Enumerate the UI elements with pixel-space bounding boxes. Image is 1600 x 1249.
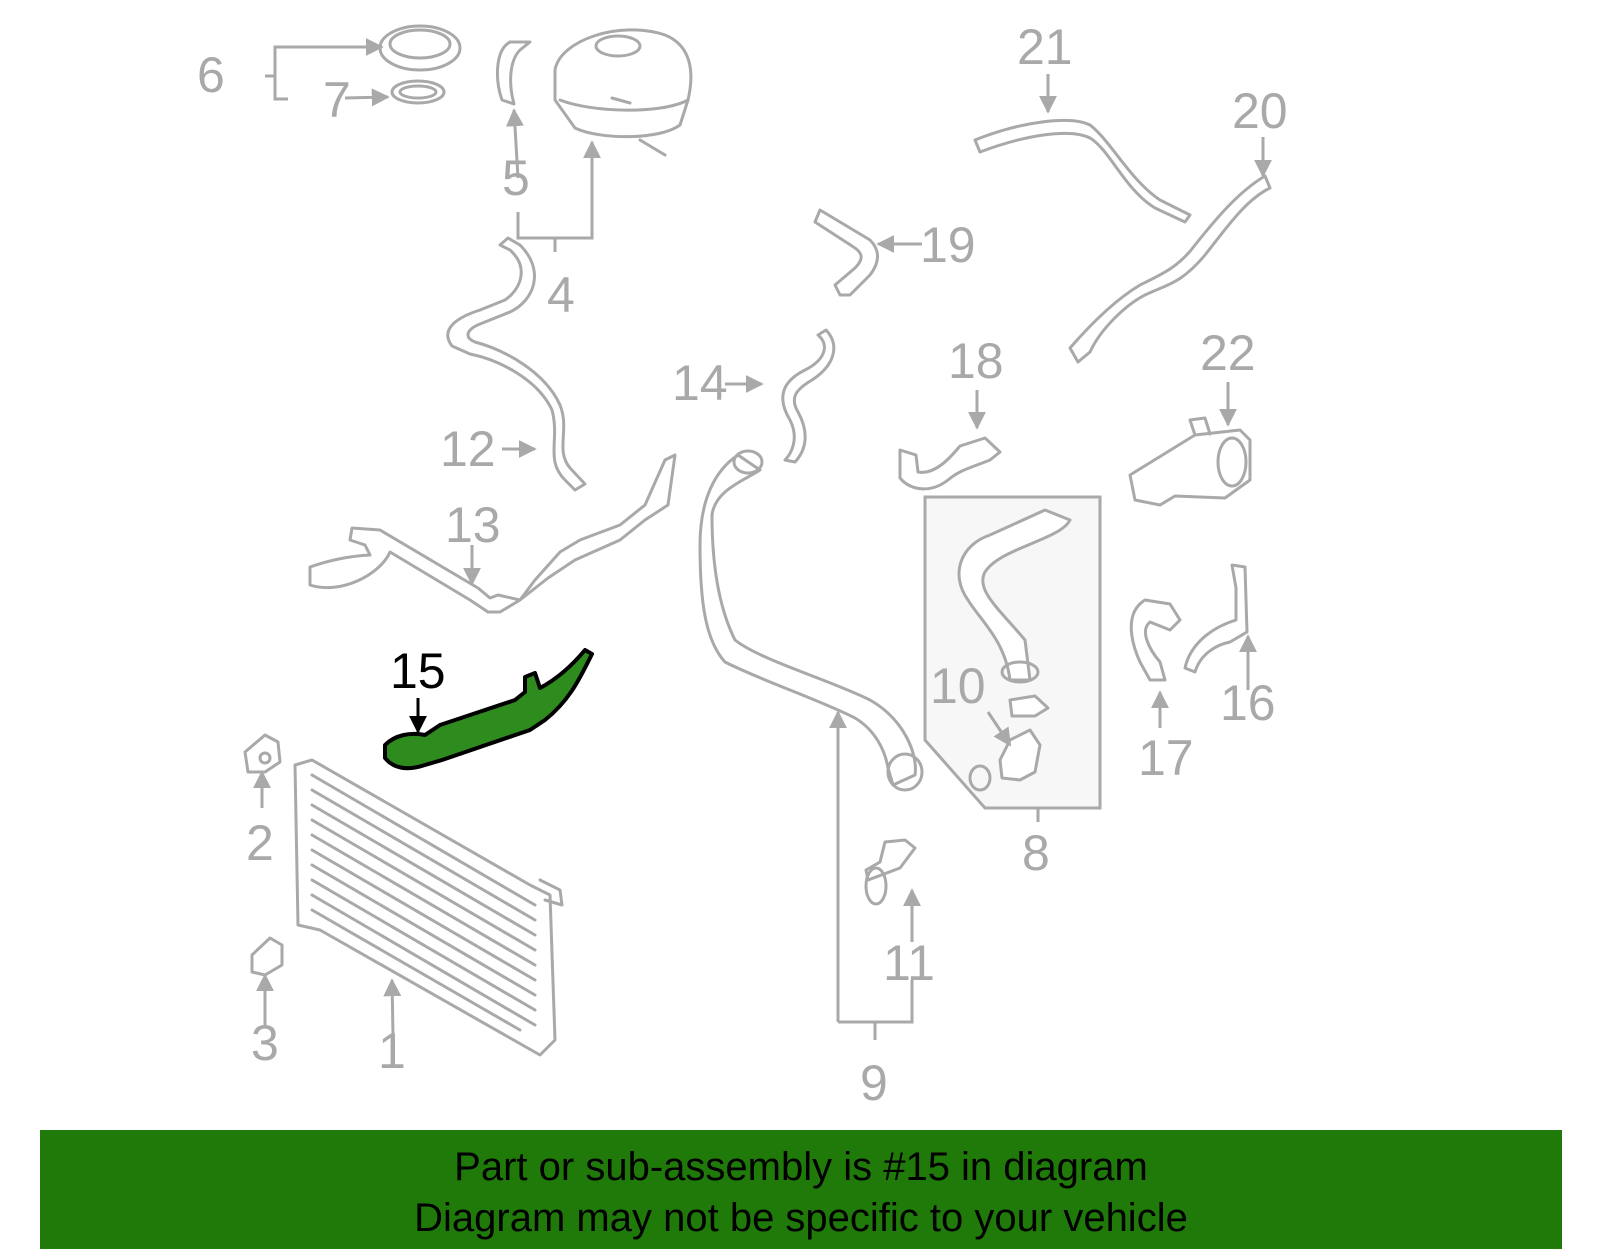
callout-18: 18 [948, 333, 1004, 389]
part-22-housing [1128, 416, 1252, 507]
part-12-hose [446, 236, 587, 492]
part-13-pipe [308, 453, 677, 614]
callout-14: 14 [672, 355, 728, 411]
part-17-hose [1129, 598, 1182, 682]
callout-6: 6 [197, 47, 225, 103]
part-18-hose [898, 436, 1002, 491]
part-2-mount [243, 733, 282, 774]
callout-5: 5 [502, 150, 530, 206]
part-8-fitting [1000, 660, 1050, 718]
part-3-mount [250, 936, 284, 977]
part-8-hose [957, 508, 1072, 682]
callout-4: 4 [547, 267, 575, 323]
callout-22: 22 [1200, 325, 1256, 381]
part-14-hose [781, 328, 836, 464]
callout-8: 8 [1022, 825, 1050, 881]
part-21-hose [973, 118, 1192, 224]
part-6-cap [378, 24, 462, 72]
part-19-hose [813, 208, 879, 297]
callout-3: 3 [251, 1015, 279, 1071]
part-20-hose [1068, 174, 1272, 364]
callout-2: 2 [246, 815, 274, 871]
part-11-fitting [864, 838, 917, 906]
callout-1: 1 [378, 1023, 406, 1079]
part-1-radiator [293, 758, 564, 1057]
callout-21: 21 [1017, 19, 1073, 75]
part-16-hose [1183, 563, 1249, 674]
part-9-hose [698, 453, 917, 787]
callout-7: 7 [323, 72, 351, 128]
part-7-oring [390, 79, 446, 105]
callout-9: 9 [860, 1055, 888, 1111]
info-banner: Part or sub-assembly is #15 in diagram D… [40, 1130, 1562, 1249]
reservoir-tank [553, 28, 693, 157]
banner-line-2: Diagram may not be specific to your vehi… [414, 1196, 1188, 1240]
part-5-hose [496, 40, 532, 106]
callout-11: 11 [883, 935, 935, 991]
callout-17: 17 [1138, 730, 1194, 786]
callout-10: 10 [930, 658, 986, 714]
banner-line-1: Part or sub-assembly is #15 in diagram [454, 1145, 1148, 1189]
callout-19: 19 [920, 217, 976, 273]
callout-12: 12 [440, 421, 496, 477]
callout-13: 13 [445, 497, 501, 553]
callout-16: 16 [1220, 675, 1276, 731]
callout-15-highlighted: 15 [390, 643, 446, 699]
part-15-pipe [383, 648, 594, 771]
callout-20: 20 [1232, 83, 1288, 139]
